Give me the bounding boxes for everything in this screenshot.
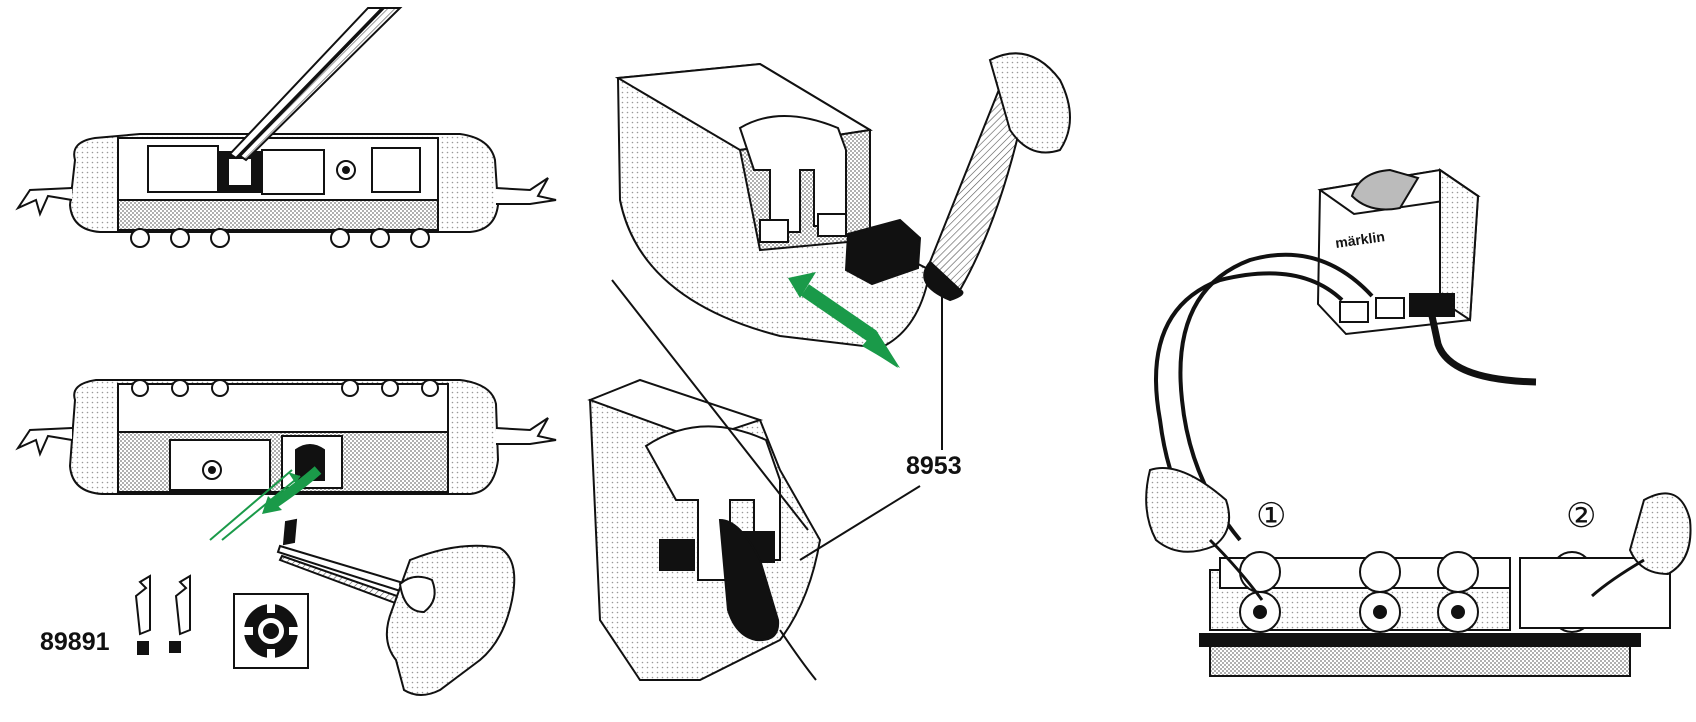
step-two-marker: ② (1566, 496, 1597, 536)
tweezers-icon (228, 7, 403, 162)
loco-chassis-top (15, 133, 557, 248)
part-number-89891: 89891 (40, 628, 110, 656)
bogie-closeup-bottom (587, 378, 822, 681)
step-one-marker: ① (1256, 496, 1287, 536)
probe-line (1208, 538, 1645, 601)
spring-contact-icon (282, 518, 298, 546)
direction-arrow-icon (209, 466, 322, 541)
direction-arrow-icon (788, 272, 900, 368)
bogie-wheels (1199, 551, 1671, 677)
tool-8953 (923, 52, 1071, 302)
brand-text: märklin (1334, 228, 1386, 251)
wheel-gear-icon (233, 593, 309, 669)
spring-contact-parts (134, 574, 191, 655)
transformer-icon: märklin (1316, 168, 1537, 386)
hand-icon (276, 544, 516, 696)
loco-chassis-bottom (15, 379, 557, 495)
bogie-closeup-top (614, 62, 932, 350)
finger-icon (1145, 467, 1692, 576)
tool-line (611, 279, 921, 681)
part-number-8953: 8953 (906, 452, 962, 480)
